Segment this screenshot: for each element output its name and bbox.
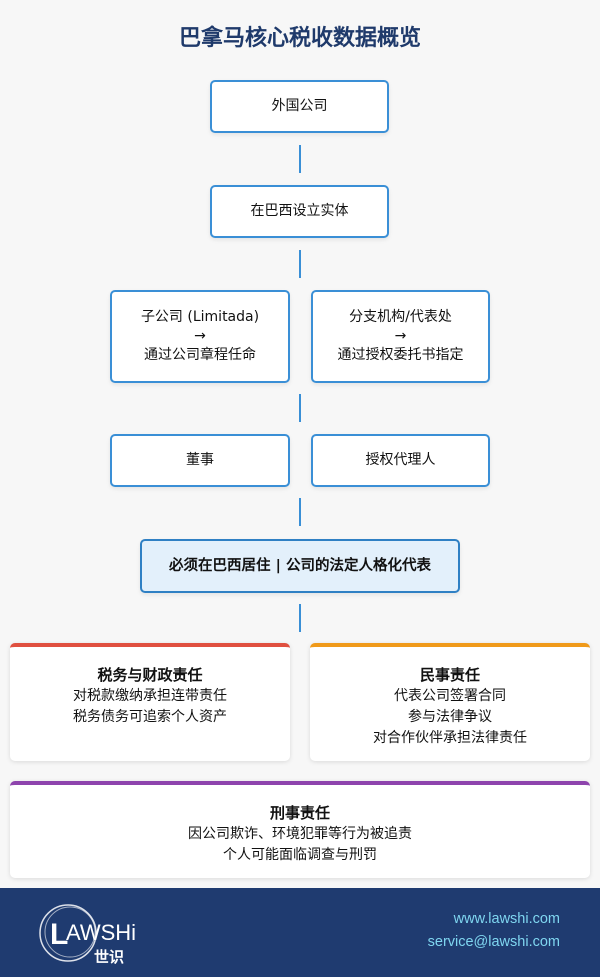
connector xyxy=(299,145,301,173)
node-agent: 授权代理人 xyxy=(311,434,490,487)
connector xyxy=(299,498,301,526)
node-requirement: 必须在巴西居住 | 公司的法定人格化代表 xyxy=(140,539,460,593)
card-line: 代表公司签署合同 xyxy=(394,688,506,704)
card-line: 对税款缴纳承担连带责任 xyxy=(73,688,227,704)
node-label: 子公司 (Limitada) xyxy=(140,309,260,325)
connector xyxy=(299,250,301,278)
email-link[interactable]: service@lawshi.com xyxy=(427,934,560,950)
card-title: 民事责任 xyxy=(419,666,480,684)
node-label: 分支机构/代表处 xyxy=(349,309,452,325)
node-label: 必须在巴西居住 | 公司的法定人格化代表 xyxy=(169,557,431,574)
card-line: 税务债务可追索个人资产 xyxy=(73,709,227,725)
svg-text:AWSHi: AWSHi xyxy=(66,920,136,945)
card-criminal-liability: 刑事责任 因公司欺诈、环境犯罪等行为被追责 个人可能面临调查与刑罚 xyxy=(10,781,590,878)
card-title: 税务与财政责任 xyxy=(97,666,203,684)
node-branch: 分支机构/代表处 → 通过授权委托书指定 xyxy=(311,290,490,383)
arrow: → xyxy=(194,328,206,344)
arrow: → xyxy=(394,328,407,344)
node-entity: 在巴西设立实体 xyxy=(210,185,389,238)
card-tax-liability: 税务与财政责任 对税款缴纳承担连带责任 税务债务可追索个人资产 xyxy=(10,643,290,761)
lawshi-logo: L AWSHi 世识 xyxy=(38,902,168,968)
svg-text:L: L xyxy=(50,918,68,951)
card-civil-liability: 民事责任 代表公司签署合同 参与法律争议 对合作伙伴承担法律责任 xyxy=(310,643,590,761)
card-title: 刑事责任 xyxy=(269,804,330,822)
card-line: 参与法律争议 xyxy=(408,709,492,725)
svg-text:世识: 世识 xyxy=(94,948,124,964)
node-subsidiary: 子公司 (Limitada) → 通过公司章程任命 xyxy=(110,290,290,383)
connector xyxy=(299,394,301,422)
node-label: 在巴西设立实体 xyxy=(250,203,349,219)
node-label: 董事 xyxy=(186,452,214,468)
node-label: 通过授权委托书指定 xyxy=(337,347,464,363)
website-link[interactable]: www.lawshi.com xyxy=(453,911,560,927)
node-label: 授权代理人 xyxy=(365,452,436,468)
page-title: 巴拿马核心税收数据概览 xyxy=(178,26,421,51)
node-foreign-company: 外国公司 xyxy=(210,80,389,133)
node-director: 董事 xyxy=(110,434,290,487)
node-label: 通过公司章程任命 xyxy=(144,347,256,363)
connector xyxy=(299,604,301,632)
card-line: 因公司欺诈、环境犯罪等行为被追责 xyxy=(188,826,412,842)
card-line: 个人可能面临调查与刑罚 xyxy=(223,847,377,863)
card-line: 对合作伙伴承担法律责任 xyxy=(373,730,527,746)
footer: L AWSHi 世识 www.lawshi.com service@lawshi… xyxy=(0,888,600,977)
node-label: 外国公司 xyxy=(271,98,328,114)
